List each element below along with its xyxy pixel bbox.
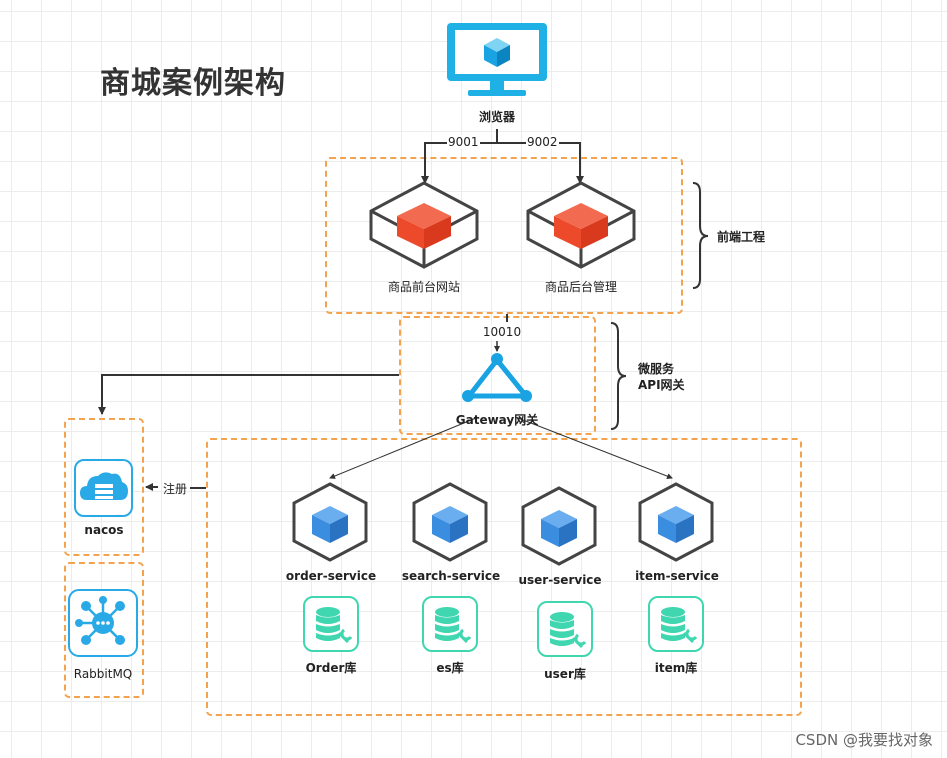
user-service-label: user-service	[518, 573, 602, 587]
admin-site-icon	[526, 181, 636, 269]
gateway-triangle-icon	[462, 353, 532, 402]
user-service-icon	[521, 486, 597, 566]
user-db-label: user库	[544, 667, 586, 681]
item-service-label: item-service	[635, 569, 719, 583]
item-service-icon	[638, 482, 714, 562]
browser-label: 浏览器	[478, 110, 516, 124]
rabbitmq-label: RabbitMQ	[73, 667, 133, 681]
page-title: 商城案例架构	[100, 66, 286, 101]
admin-site-label: 商品后台管理	[544, 280, 618, 294]
database-icon	[648, 596, 704, 652]
gateway-nacos-connector	[98, 374, 399, 415]
nacos-group	[64, 418, 144, 556]
frontend-group	[325, 157, 683, 314]
database-icon	[422, 596, 478, 652]
frontend-group-label: 前端工程	[717, 230, 766, 244]
gateway-group	[399, 316, 596, 435]
message-queue-icon	[68, 589, 138, 657]
monitor-icon	[447, 23, 547, 96]
order-service-label: order-service	[285, 569, 377, 583]
order-db-label: Order库	[305, 661, 357, 675]
gateway-service-connectors	[329, 417, 673, 479]
frontend-site-icon	[369, 181, 479, 269]
register-label: 注册	[163, 482, 188, 496]
order-service-icon	[292, 482, 368, 562]
rabbitmq-group	[64, 562, 144, 698]
gateway-connectors	[494, 314, 508, 352]
gateway-group-label-1: 微服务	[638, 362, 675, 376]
gateway-brace	[610, 322, 627, 430]
port-10010-label: 10010	[482, 325, 522, 339]
search-service-label: search-service	[401, 569, 501, 583]
database-icon	[303, 596, 359, 652]
services-group	[206, 438, 802, 716]
frontend-brace	[692, 182, 709, 289]
gateway-label: Gateway网关	[455, 413, 539, 427]
search-service-icon	[412, 482, 488, 562]
nacos-label: nacos	[84, 523, 124, 537]
database-icon	[537, 601, 593, 657]
es-db-label: es库	[436, 661, 464, 675]
cloud-server-icon	[74, 459, 133, 517]
register-connector	[145, 483, 206, 491]
frontend-site-label: 商品前台网站	[387, 280, 461, 294]
port-9001-label: 9001	[447, 135, 480, 149]
item-db-label: item库	[654, 661, 698, 675]
watermark: CSDN @我要找对象	[795, 731, 933, 749]
port-9002-label: 9002	[526, 135, 559, 149]
gateway-group-label-2: API网关	[638, 378, 685, 392]
